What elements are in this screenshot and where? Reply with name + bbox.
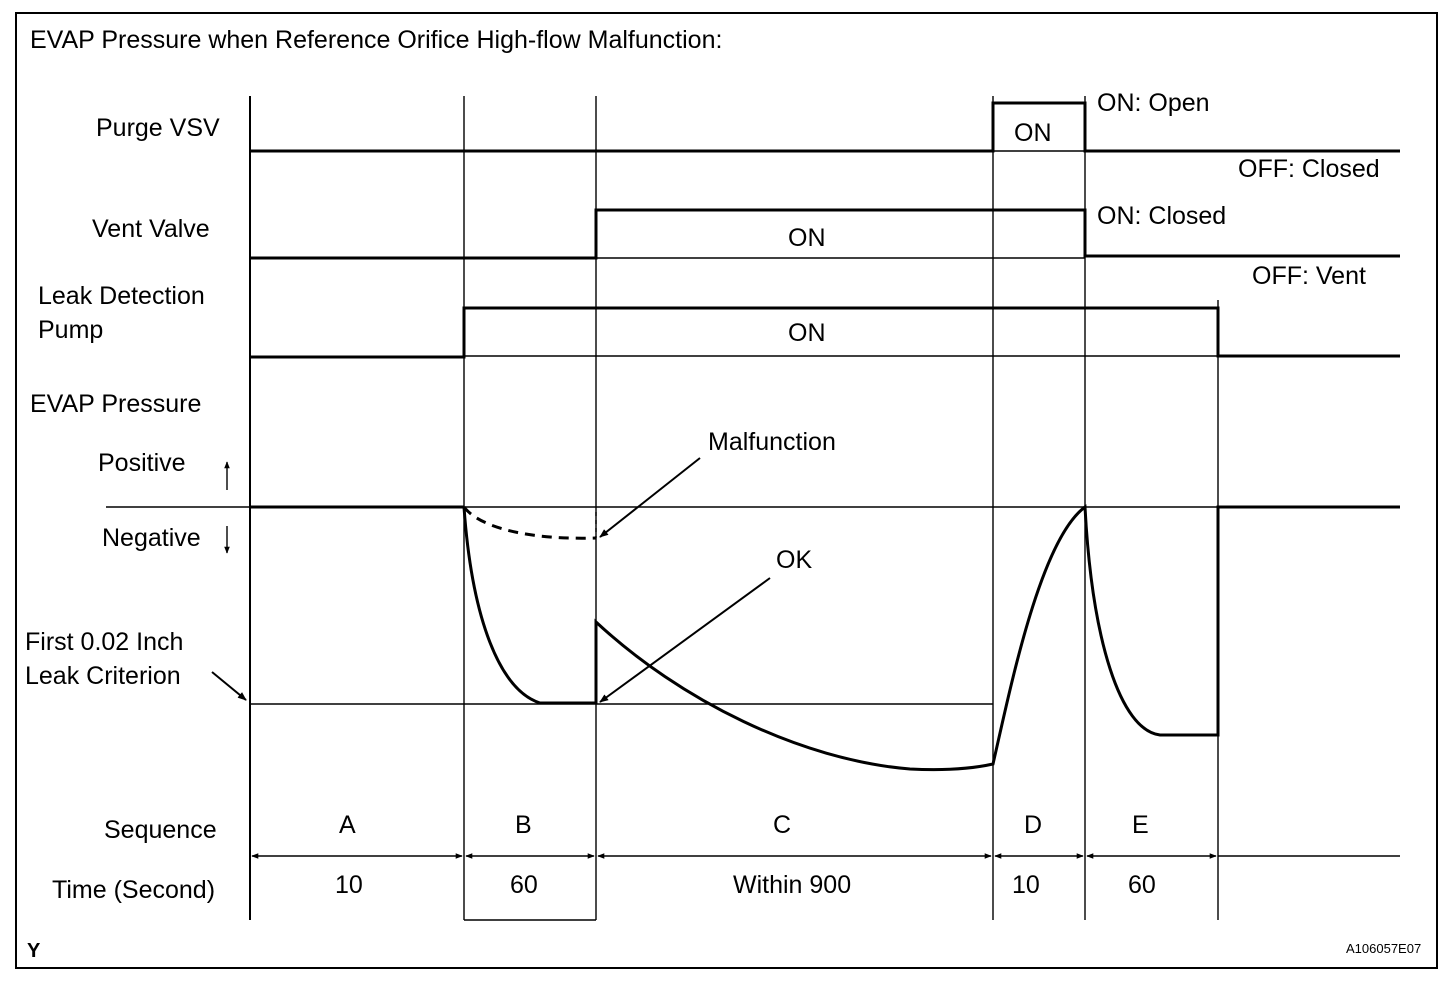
- purge-on-label: ON: [1014, 119, 1052, 147]
- vent-on-label: ON: [788, 224, 826, 252]
- label-time: Time (Second): [52, 876, 215, 904]
- time-value-b: 60: [510, 871, 538, 899]
- annotation-ok: OK: [776, 546, 812, 574]
- purge-vsv-signal: ON ON: Open OFF: Closed: [250, 89, 1400, 183]
- label-leak-pump-2: Pump: [38, 316, 103, 344]
- figure-code: A106057E07: [1346, 941, 1421, 956]
- time-value-a: 10: [335, 871, 363, 899]
- sequence-label-a: A: [339, 811, 356, 839]
- malfunction-trace: [462, 506, 597, 540]
- ok-arrow: [599, 577, 771, 703]
- label-criterion-1: First 0.02 Inch: [25, 628, 183, 656]
- label-sequence: Sequence: [104, 816, 217, 844]
- sequence-label-e: E: [1132, 811, 1149, 839]
- diagram-title: EVAP Pressure when Reference Orifice Hig…: [30, 26, 722, 54]
- criterion-arrow: [211, 671, 247, 701]
- label-positive: Positive: [98, 449, 186, 477]
- malfunction-arrow: [599, 457, 701, 538]
- vent-on-note: ON: Closed: [1097, 202, 1226, 230]
- label-leak-pump-1: Leak Detection: [38, 282, 205, 310]
- vent-valve-signal: ON ON: Closed OFF: Vent: [250, 202, 1400, 290]
- footer-mark: Y: [27, 940, 41, 962]
- diagram-frame: [15, 12, 1438, 969]
- purge-off-note: OFF: Closed: [1238, 155, 1380, 183]
- evap-pressure-trace: [250, 504, 1400, 772]
- label-purge-vsv: Purge VSV: [96, 114, 220, 142]
- time-value-c: Within 900: [733, 871, 851, 899]
- sequence-label-c: C: [773, 811, 791, 839]
- vent-off-note: OFF: Vent: [1252, 262, 1366, 290]
- label-vent-valve: Vent Valve: [92, 215, 210, 243]
- label-criterion-2: Leak Criterion: [25, 662, 181, 690]
- time-value-e: 60: [1128, 871, 1156, 899]
- purge-on-note: ON: Open: [1097, 89, 1210, 117]
- pump-on-label: ON: [788, 319, 826, 347]
- time-value-d: 10: [1012, 871, 1040, 899]
- sequence-label-b: B: [515, 811, 532, 839]
- sequence-label-d: D: [1024, 811, 1042, 839]
- label-negative: Negative: [102, 524, 201, 552]
- label-evap-pressure: EVAP Pressure: [30, 390, 201, 418]
- annotation-malfunction: Malfunction: [708, 428, 836, 456]
- leak-pump-signal: ON: [250, 306, 1400, 359]
